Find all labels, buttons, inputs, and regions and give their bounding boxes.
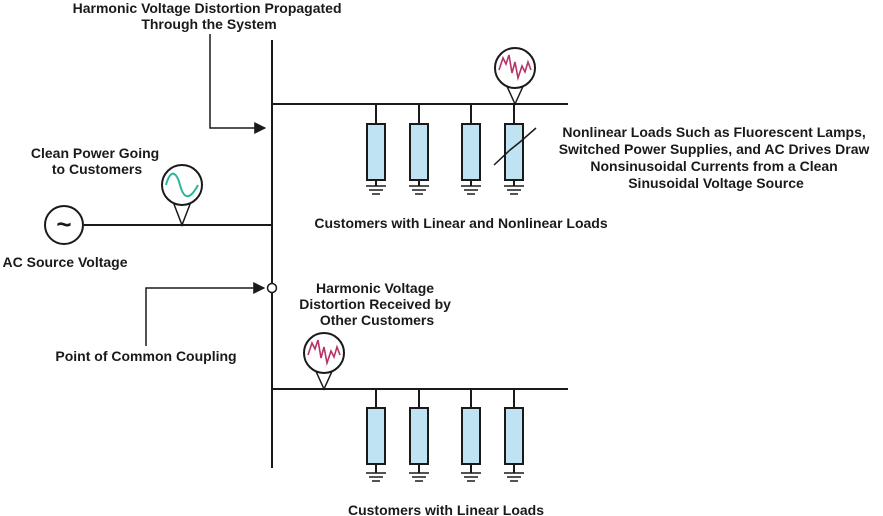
bottom-load-1 [366, 389, 386, 482]
pcc-node [266, 282, 278, 294]
bottom-distorted-wave-probe [303, 332, 345, 391]
propagated-arrow [209, 34, 267, 134]
top-load-1 [366, 104, 386, 195]
clean-wave-probe [161, 164, 203, 228]
bottom-load-2 [409, 389, 429, 482]
bottom-load-4 [504, 389, 524, 482]
harmonic-propagated-label: Harmonic Voltage Distortion Propagated T… [73, 0, 346, 32]
top-load-2 [409, 104, 429, 195]
customers-mixed-label: Customers with Linear and Nonlinear Load… [314, 215, 607, 231]
harmonic-received-label: Harmonic Voltage Distortion Received by … [299, 280, 455, 328]
ac-source-label: AC Source Voltage [3, 254, 128, 270]
top-distorted-wave-probe [494, 47, 536, 106]
nonlinear-indicator [493, 127, 537, 166]
bottom-load-3 [461, 389, 481, 482]
top-load-nonlinear [493, 104, 537, 195]
pcc-label: Point of Common Coupling [55, 348, 236, 364]
source-symbol: ~ [56, 209, 71, 239]
nonlinear-loads-note: Nonlinear Loads Such as Fluorescent Lamp… [559, 124, 874, 191]
pcc-arrow [145, 282, 266, 346]
ac-source-icon: ~ [44, 205, 84, 245]
top-load-3 [461, 104, 481, 195]
clean-power-label: Clean Power Going to Customers [31, 145, 163, 177]
customers-linear-label: Customers with Linear Loads [348, 502, 544, 516]
